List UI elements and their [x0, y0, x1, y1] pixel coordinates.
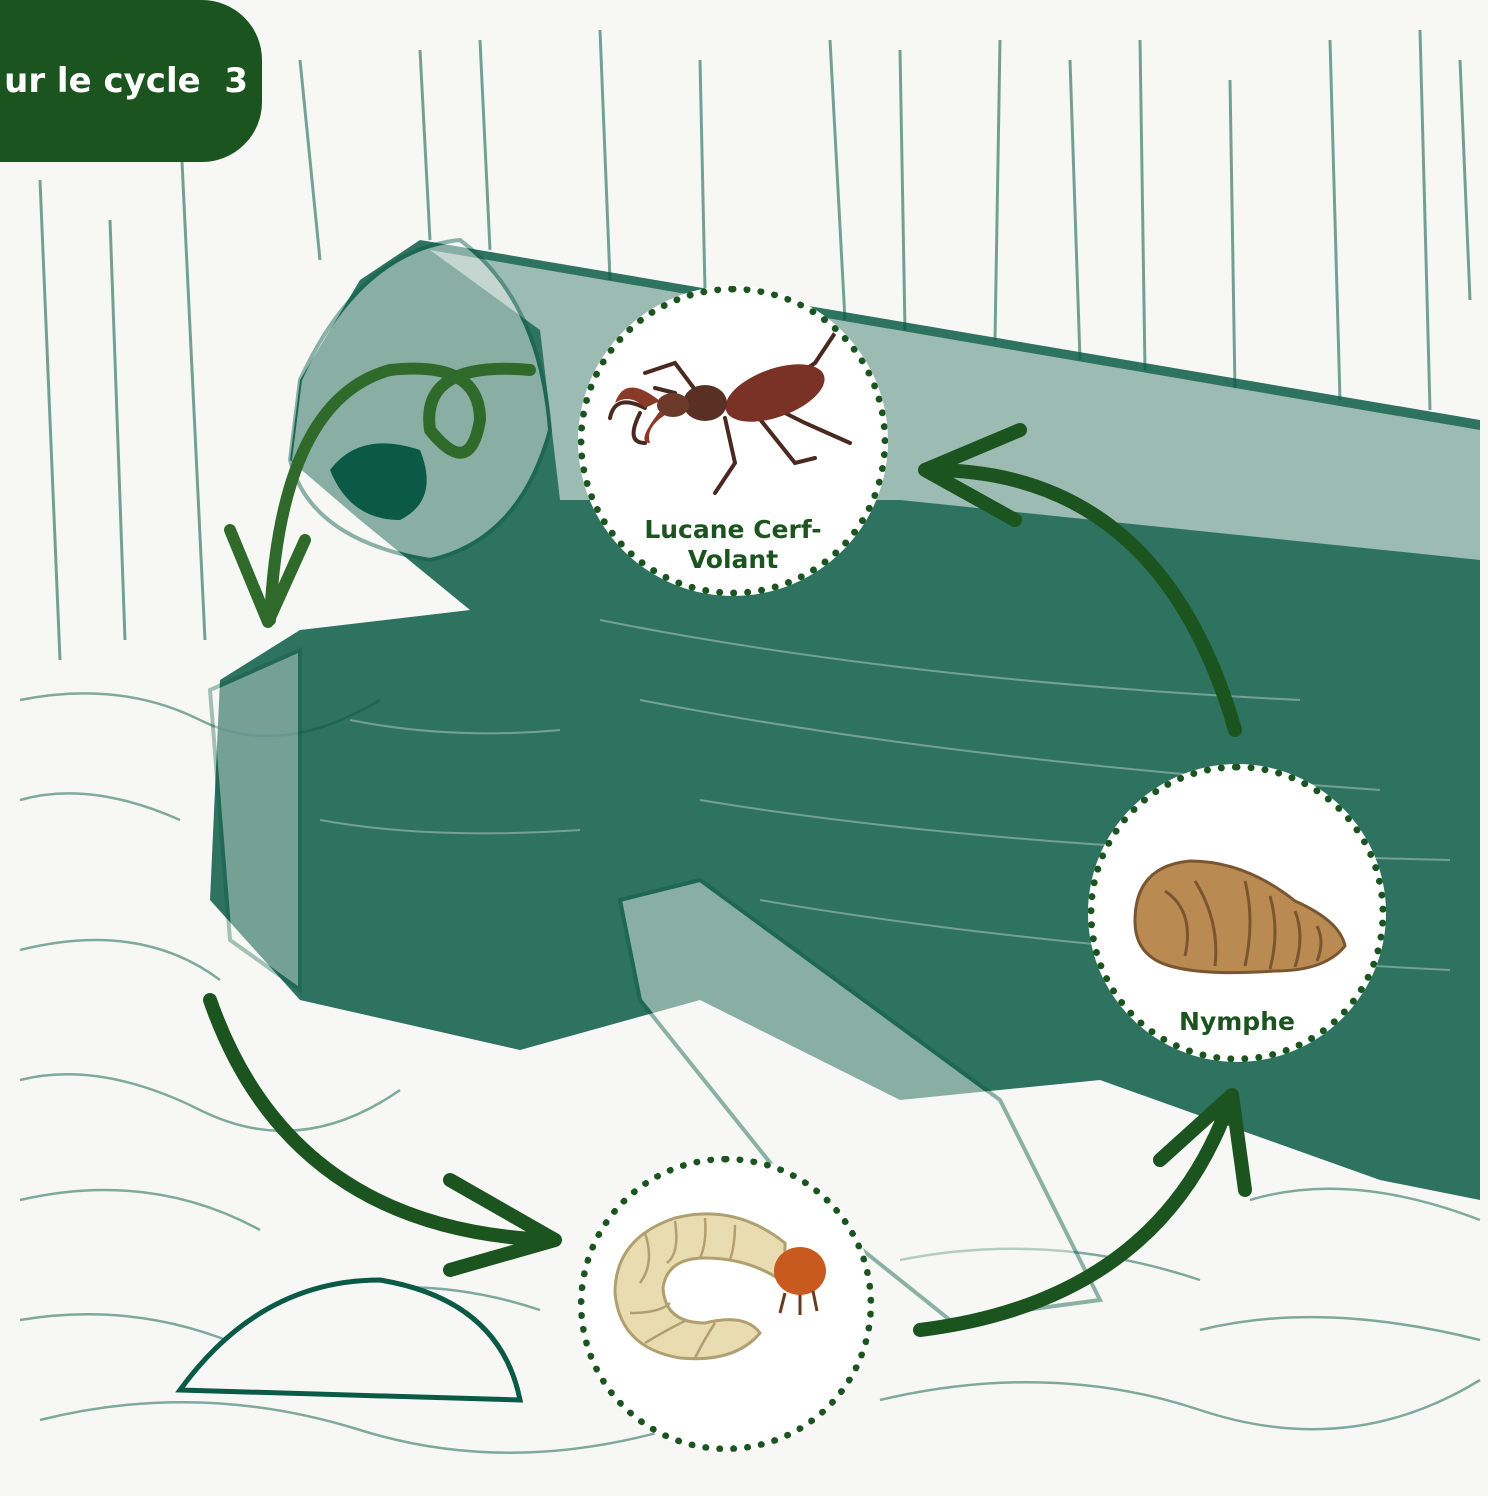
page-title-badge: ur le cycle 3	[0, 0, 262, 162]
rock	[180, 1280, 520, 1400]
stage-adult-label: Lucane Cerf-Volant	[585, 515, 881, 575]
page-title: ur le cycle 3	[4, 61, 248, 101]
larva-icon	[585, 1163, 867, 1445]
lower-log-end	[210, 650, 300, 990]
stage-adult[interactable]: Lucane Cerf-Volant	[578, 286, 888, 596]
stage-larva[interactable]	[578, 1156, 874, 1452]
stage-pupa-label: Nymphe	[1095, 1007, 1379, 1037]
stage-pupa[interactable]: Nymphe	[1088, 764, 1386, 1062]
